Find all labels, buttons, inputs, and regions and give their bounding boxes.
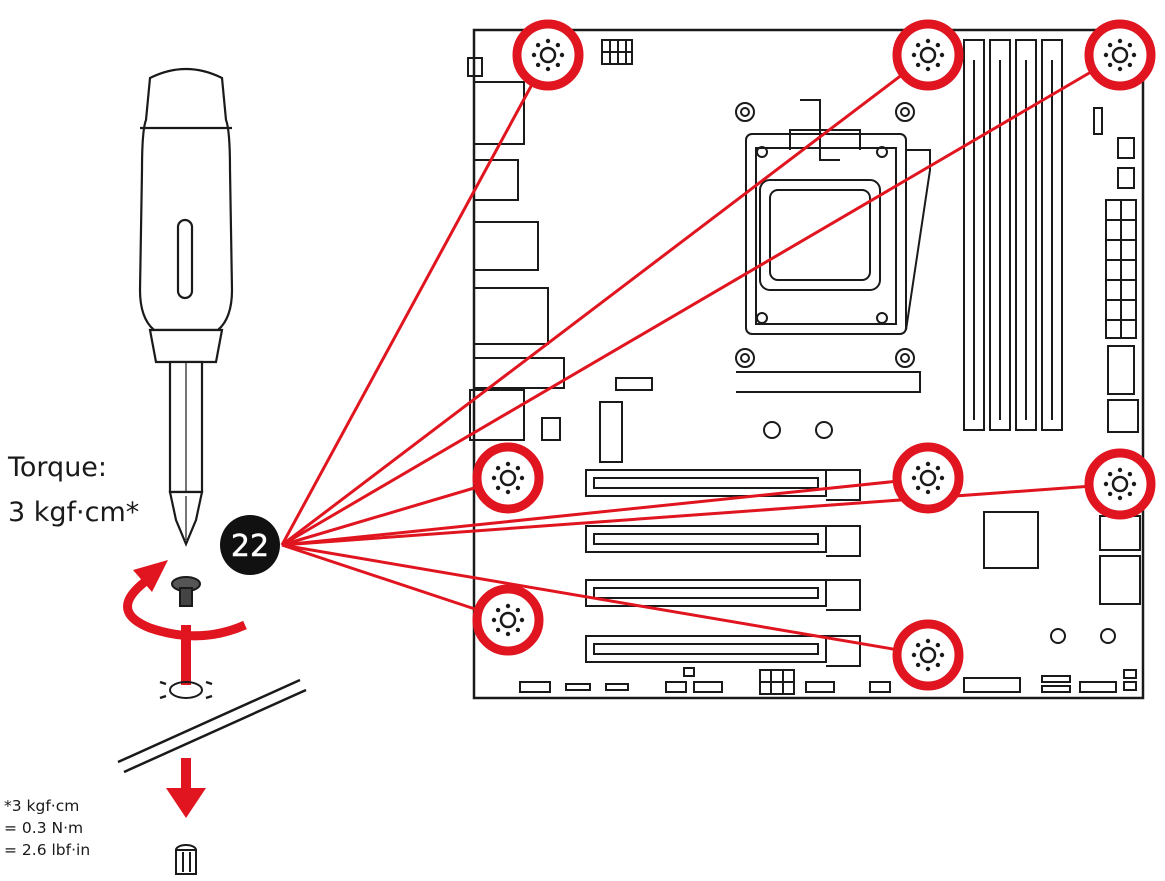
quantity-badge: 22 — [220, 515, 280, 575]
screw-hole-icon — [892, 619, 964, 691]
screw-hole-icon — [472, 442, 544, 514]
footnote-line-1: *3 kgf·cm — [4, 797, 80, 815]
footnote-line-2: = 0.3 N·m — [4, 819, 84, 837]
callout-line — [280, 54, 550, 546]
board-section-lines — [117, 678, 307, 774]
screw-hole-icon — [512, 19, 584, 91]
screw-hole-icon — [472, 584, 544, 656]
torque-label: Torque: — [8, 452, 108, 483]
screw-hole-icon — [1084, 19, 1156, 91]
callout-line — [281, 476, 929, 547]
screw-icon — [171, 576, 201, 607]
callout-line — [281, 543, 929, 657]
screw-hole-icon — [159, 680, 213, 700]
screw-hole-icon — [892, 19, 964, 91]
callout-lines — [280, 53, 1121, 657]
callout-line — [281, 482, 1121, 547]
callout-line — [281, 53, 1121, 547]
screw-hole-icon — [892, 442, 964, 514]
callout-line — [281, 53, 929, 547]
footnote-line-3: = 2.6 lbf·in — [4, 841, 91, 859]
screwdriver-icon — [138, 68, 234, 547]
rotation-arrow-icon — [123, 560, 247, 641]
screw-hole-markers — [472, 19, 1156, 691]
standoff-icon — [175, 844, 197, 875]
screw-hole-icon — [1084, 448, 1156, 520]
quantity-badge-number: 22 — [231, 529, 269, 564]
callout-line — [281, 476, 509, 547]
down-arrow-icon — [166, 625, 206, 818]
torque-value: 3 kgf·cm* — [8, 497, 140, 528]
callout-line — [281, 543, 509, 622]
motherboard-icon — [467, 28, 1145, 700]
